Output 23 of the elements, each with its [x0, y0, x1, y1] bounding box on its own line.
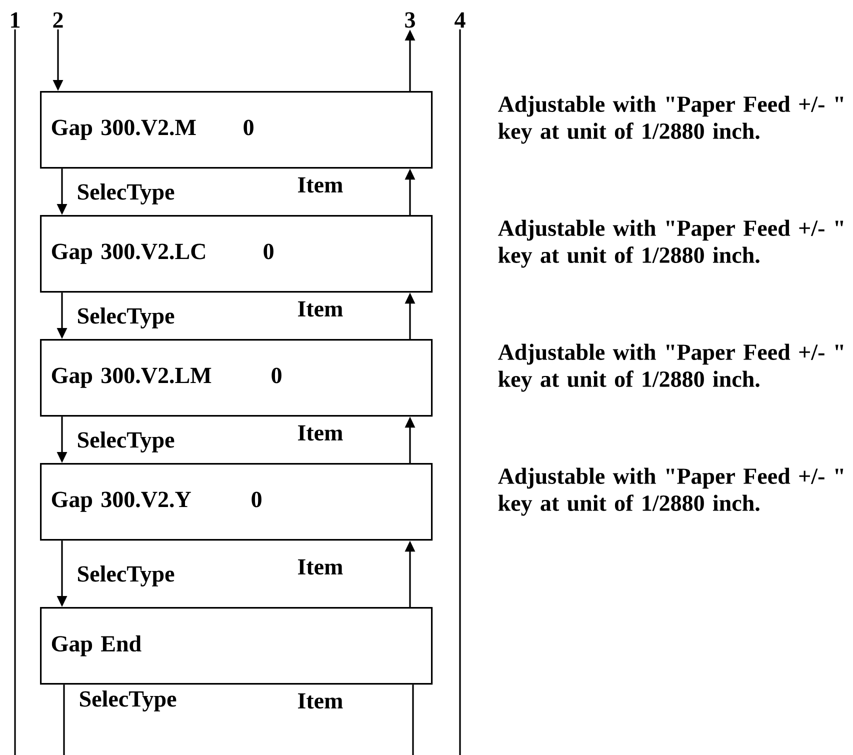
process-box: Gap End [40, 607, 433, 685]
edge-label: SelecType [78, 184, 174, 204]
column-number: 1 [11, 12, 20, 28]
edge-label: Item [298, 425, 343, 441]
note-text: Adjustable with "Paper Feed +/- " key at unit of 1/2880 inch. [498, 344, 844, 392]
column-number: 2 [53, 12, 63, 28]
process-box: Gap 300.V2.M 0 [40, 91, 433, 169]
process-box: Gap 300.V2.LM 0 [40, 339, 433, 417]
edge-label: Item [298, 693, 343, 709]
column-number: 4 [454, 12, 466, 28]
edge-label: Item [298, 559, 343, 575]
edge-label: SelecType [78, 308, 174, 328]
note-text: Adjustable with "Paper Feed +/- " key at unit of 1/2880 inch. [498, 96, 844, 144]
edge-label: Item [298, 301, 343, 317]
note-text: Adjustable with "Paper Feed +/- " key at unit of 1/2880 inch. [498, 220, 844, 268]
column-number: 3 [405, 12, 415, 28]
note-text: Adjustable with "Paper Feed +/- " key at unit of 1/2880 inch. [498, 468, 844, 516]
process-box: Gap 300.V2.LC 0 [40, 215, 433, 293]
edge-label: SelecType [78, 566, 174, 586]
edge-label: SelecType [80, 690, 176, 712]
edge-label: Item [298, 177, 343, 193]
process-box: Gap 300.V2.Y 0 [40, 463, 433, 541]
edge-label: SelecType [78, 432, 174, 452]
